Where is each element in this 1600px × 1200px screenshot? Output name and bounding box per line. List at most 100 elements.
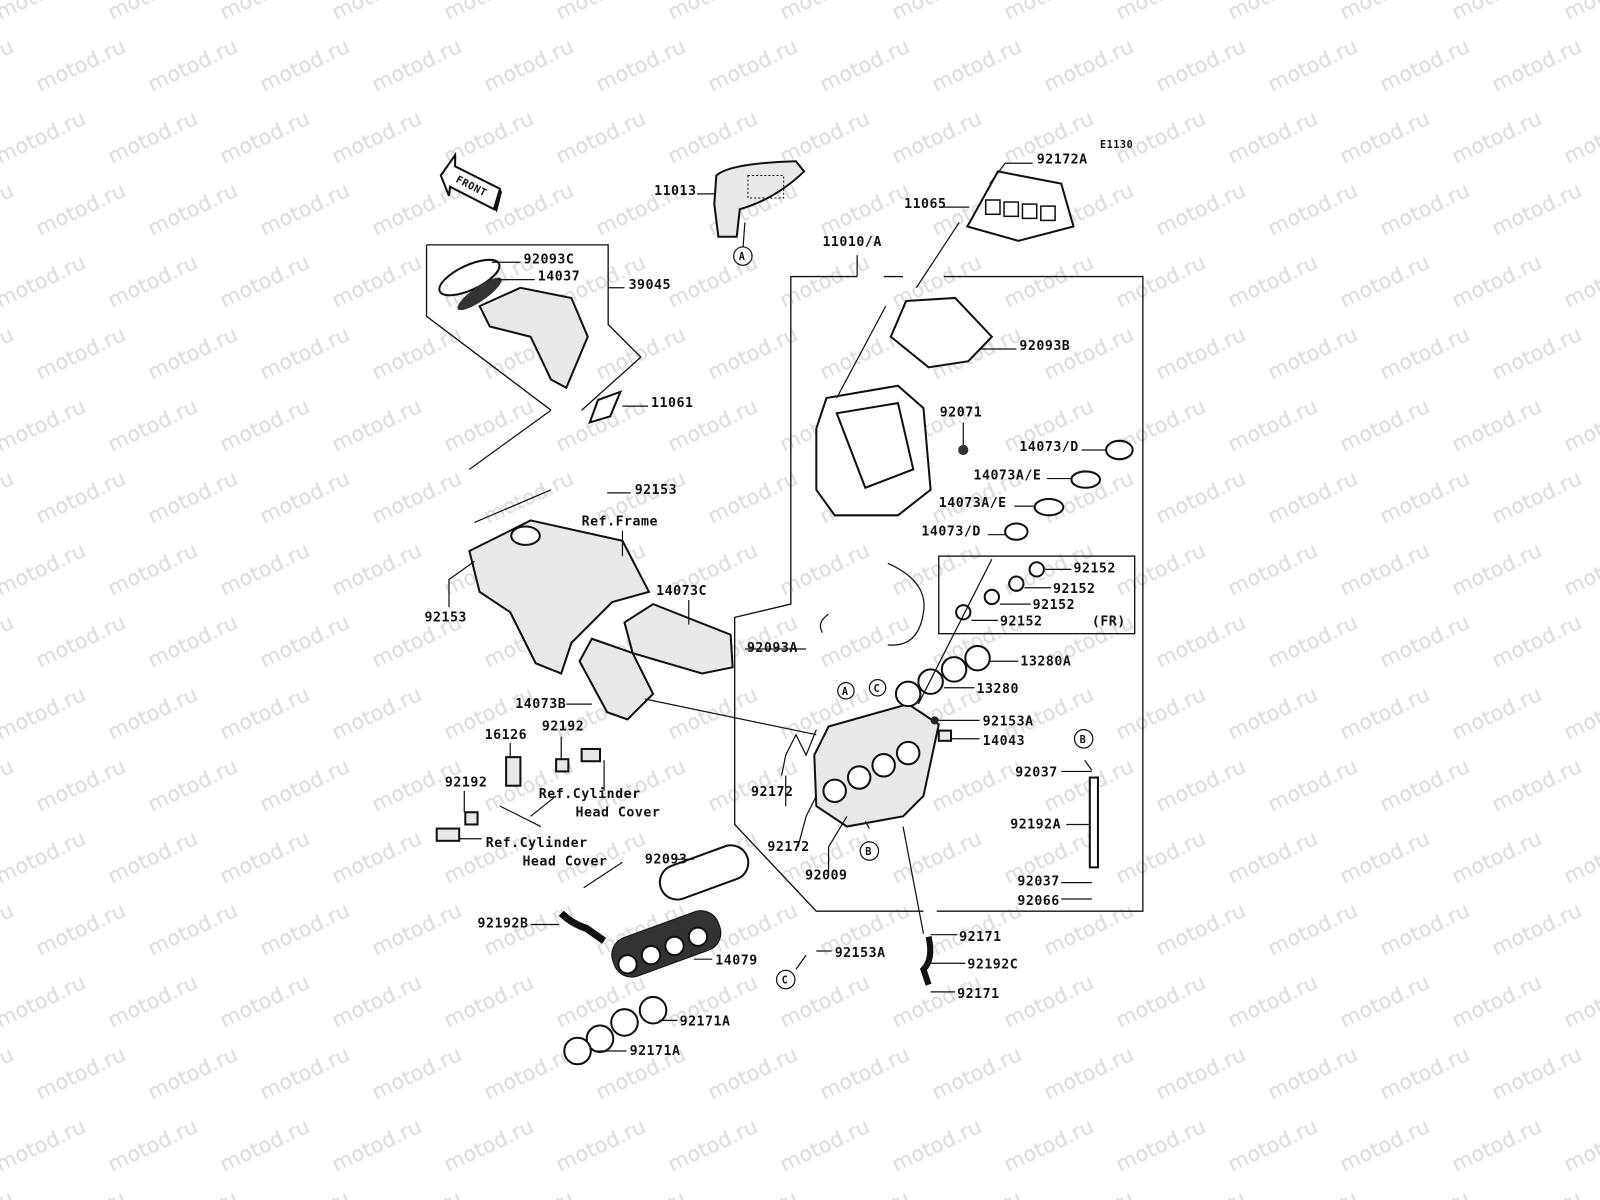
part-11065-cells xyxy=(984,199,1056,222)
label-14073D-1: 14073/D xyxy=(1019,440,1078,455)
label-92172A: 92172A xyxy=(1037,152,1088,167)
svg-text:A: A xyxy=(739,252,746,263)
label-head-cover-1: Head Cover xyxy=(576,805,661,820)
label-14079: 14079 xyxy=(715,953,757,968)
box-39045 xyxy=(425,244,642,411)
part-39045-duct xyxy=(478,286,589,390)
label-92153-2: 92153 xyxy=(424,610,466,625)
label-14037: 14037 xyxy=(538,270,580,285)
part-14073C-funnel xyxy=(623,602,734,675)
part-14043 xyxy=(937,729,953,742)
part-ref-cyl-fitting-1 xyxy=(580,747,602,763)
label-ref-cylinder-1: Ref.Cylinder xyxy=(539,786,641,802)
label-92093C: 92093C xyxy=(523,252,574,267)
label-92172-1: 92172 xyxy=(751,785,793,800)
part-92093-gasket xyxy=(658,844,750,901)
label-92152-3: 92152 xyxy=(1033,598,1075,613)
label-92172-2: 92172 xyxy=(767,840,809,855)
part-92152-grommets xyxy=(955,561,1045,621)
part-upper-window xyxy=(835,401,915,490)
label-92093B: 92093B xyxy=(1019,339,1070,354)
label-92093A: 92093A xyxy=(747,641,798,656)
box-11010A xyxy=(734,275,1144,912)
box-fr xyxy=(938,555,1136,635)
part-92071 xyxy=(958,444,969,456)
ref-circle-b-lower: B xyxy=(859,841,880,861)
ref-circle-a-lower: A xyxy=(837,682,855,700)
part-11061-gasket xyxy=(588,390,623,425)
part-16126-valve xyxy=(505,756,522,787)
label-ref-frame: Ref.Frame xyxy=(582,515,658,530)
label-16126: 16126 xyxy=(485,728,527,743)
label-92171A-1: 92171A xyxy=(680,1015,731,1030)
label-13280: 13280 xyxy=(977,682,1019,697)
part-11013-mesh xyxy=(747,175,785,199)
part-ref-cyl-fitting-2 xyxy=(435,827,461,842)
label-92152-1: 92152 xyxy=(1073,561,1115,576)
part-92192A-hose xyxy=(1088,776,1099,869)
label-92171-1: 92171 xyxy=(959,930,1001,945)
label-92071: 92071 xyxy=(940,405,982,420)
label-92153A-2: 92153A xyxy=(835,946,886,961)
label-92037-1: 92037 xyxy=(1015,766,1057,781)
part-13280-gaskets xyxy=(894,644,991,708)
label-92037-2: 92037 xyxy=(1017,875,1059,890)
part-14073-funnels xyxy=(1004,439,1134,541)
label-92153-1: 92153 xyxy=(635,483,677,498)
label-14073C: 14073C xyxy=(656,584,707,599)
label-11065: 11065 xyxy=(904,197,946,212)
leader-lines xyxy=(448,162,1107,1052)
label-92152-2: 92152 xyxy=(1053,582,1095,597)
part-92192-hose-1 xyxy=(555,758,570,773)
part-92093C xyxy=(438,258,501,297)
label-head-cover-2: Head Cover xyxy=(522,854,607,869)
label-92192B: 92192B xyxy=(478,917,529,932)
part-92093A-seal xyxy=(819,562,925,646)
label-92171A-2: 92171A xyxy=(630,1044,681,1059)
part-92192-hose-2 xyxy=(464,811,479,826)
part-92171A-clamps xyxy=(563,995,668,1066)
svg-text:C: C xyxy=(873,684,880,695)
svg-text:A: A xyxy=(842,687,849,698)
label-13280A: 13280A xyxy=(1020,654,1071,669)
label-92153A-1: 92153A xyxy=(983,715,1034,730)
label-92009: 92009 xyxy=(805,869,847,884)
label-92192C: 92192C xyxy=(967,957,1018,972)
label-14073AE-1: 14073A/E xyxy=(973,469,1041,484)
ref-circle-b-right: B xyxy=(1073,728,1094,749)
svg-text:B: B xyxy=(865,847,872,858)
label-92192-1: 92192 xyxy=(542,720,584,735)
label-14073AE-2: 14073A/E xyxy=(939,496,1007,511)
label-92192A: 92192A xyxy=(1010,818,1061,833)
label-ref-cylinder-2: Ref.Cylinder xyxy=(486,835,588,851)
label-14043: 14043 xyxy=(983,734,1025,749)
label-92152-4: 92152 xyxy=(1000,615,1042,630)
ref-circle-c-bottom: C xyxy=(775,969,796,990)
ref-circle-c-lower: C xyxy=(868,678,887,697)
svg-text:C: C xyxy=(782,976,789,987)
label-14073D-2: 14073/D xyxy=(921,525,980,540)
diagram-code: E1130 xyxy=(1100,140,1133,151)
part-14079-bores xyxy=(617,926,709,975)
part-11013-duct xyxy=(713,160,806,238)
part-frame-ring xyxy=(510,525,541,546)
label-11010A: 11010/A xyxy=(822,235,881,250)
part-92153A-bolt xyxy=(930,716,939,725)
label-14073B: 14073B xyxy=(515,697,566,712)
label-92171-2: 92171 xyxy=(957,987,999,1002)
part-14037-screen xyxy=(457,277,502,311)
part-11065-filter xyxy=(965,170,1075,242)
label-11061: 11061 xyxy=(651,396,693,411)
label-92093: 92093 xyxy=(645,852,687,867)
label-11013: 11013 xyxy=(654,184,696,199)
part-92192B-hose xyxy=(558,910,607,944)
ref-circle-a-top: A xyxy=(733,246,753,266)
label-92192-2: 92192 xyxy=(445,776,487,791)
front-arrow-icon: FRONT xyxy=(439,151,503,213)
svg-text:B: B xyxy=(1080,735,1087,746)
part-92192C-hose xyxy=(919,936,934,986)
part-lower-bores xyxy=(822,740,921,804)
